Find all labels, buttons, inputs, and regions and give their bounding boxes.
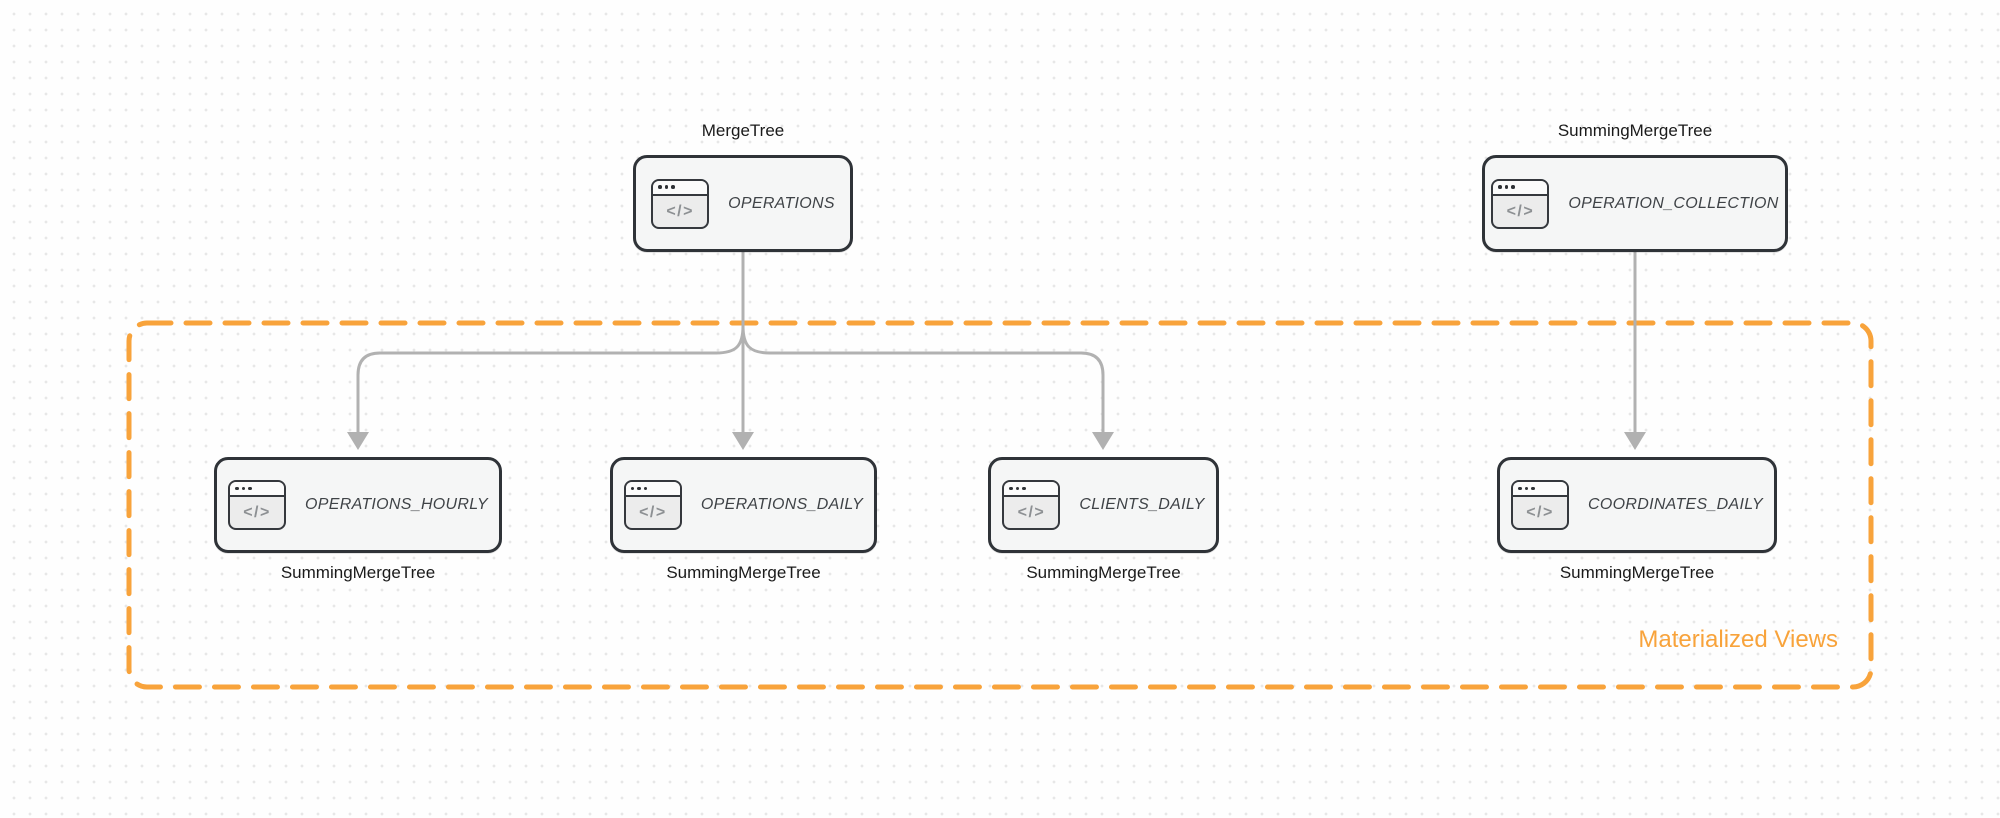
window-titlebar — [653, 180, 708, 196]
window-dot — [1498, 185, 1502, 189]
window-dot — [1504, 185, 1509, 189]
window-dot — [630, 486, 635, 491]
edge-operation-collection-to-coordinates-daily — [1624, 252, 1646, 450]
engine-label-operations: MergeTree — [701, 121, 785, 140]
window-dot — [1009, 486, 1013, 491]
code-window-icon: </> — [1511, 480, 1570, 530]
edge-operations-to-operations-hourly — [347, 252, 745, 450]
node-operations[interactable]: </> OPERATIONS — [633, 155, 853, 252]
window-titlebar — [230, 482, 285, 497]
window-titlebar — [1513, 482, 1568, 497]
code-glyph: </> — [1526, 504, 1554, 521]
node-operations-daily[interactable]: </> OPERATIONS_DAILY — [610, 457, 877, 553]
engine-label-coordinates-daily: SummingMergeTree — [1559, 563, 1715, 582]
node-clients-daily[interactable]: </> CLIENTS_DAILY — [988, 457, 1219, 553]
code-window-icon: </> — [623, 480, 682, 530]
window-dot — [241, 486, 246, 491]
window-titlebar — [625, 482, 680, 497]
window-dot — [1518, 486, 1522, 491]
node-name: OPERATION_COLLECTION — [1568, 194, 1779, 212]
node-name: CLIENTS_DAILY — [1079, 496, 1205, 513]
window-dot — [248, 486, 252, 491]
code-glyph: </> — [1017, 504, 1046, 521]
code-window-icon: </> — [1002, 480, 1061, 530]
code-window-icon: </> — [651, 178, 710, 229]
node-coordinates-daily[interactable]: </> COORDINATES_DAILY — [1497, 457, 1777, 553]
window-dot — [664, 185, 669, 189]
engine-label-clients-daily: SummingMergeTree — [1026, 563, 1181, 582]
code-window-icon: </> — [228, 480, 287, 530]
window-dot — [1511, 185, 1515, 189]
engine-label-operation-collection: SummingMergeTree — [1557, 121, 1713, 140]
window-titlebar — [1004, 482, 1059, 497]
node-name: COORDINATES_DAILY — [1588, 496, 1763, 513]
edge-operations-to-clients-daily — [741, 252, 1114, 450]
node-name: OPERATIONS — [728, 194, 835, 212]
code-glyph: </> — [639, 504, 667, 521]
engine-label-operations-hourly: SummingMergeTree — [280, 563, 436, 582]
node-operation-collection[interactable]: </> OPERATION_COLLECTION — [1482, 155, 1788, 252]
code-glyph: </> — [243, 504, 271, 521]
window-titlebar — [1493, 180, 1548, 196]
code-glyph: </> — [1506, 202, 1535, 220]
materialized-views-label: Materialized Views — [1638, 626, 1838, 653]
node-operations-hourly[interactable]: </> OPERATIONS_HOURLY — [214, 457, 502, 553]
node-name: OPERATIONS_HOURLY — [305, 496, 488, 513]
code-window-icon: </> — [1491, 178, 1550, 229]
window-dot — [658, 185, 662, 189]
arrowhead — [732, 432, 754, 450]
window-dot — [1022, 486, 1026, 491]
window-dot — [235, 486, 239, 491]
window-dot — [637, 486, 641, 491]
window-dot — [1531, 486, 1535, 491]
arrowhead — [1092, 432, 1114, 450]
arrowhead — [347, 432, 369, 450]
arrowhead — [1624, 432, 1646, 450]
window-dot — [1015, 486, 1020, 491]
window-dot — [671, 185, 675, 189]
window-dot — [1524, 486, 1529, 491]
node-name: OPERATIONS_DAILY — [700, 496, 864, 513]
window-dot — [643, 486, 648, 491]
materialized-views-group-frame — [126, 320, 1874, 690]
engine-label-operations-daily: SummingMergeTree — [666, 563, 821, 582]
code-glyph: </> — [666, 202, 694, 220]
